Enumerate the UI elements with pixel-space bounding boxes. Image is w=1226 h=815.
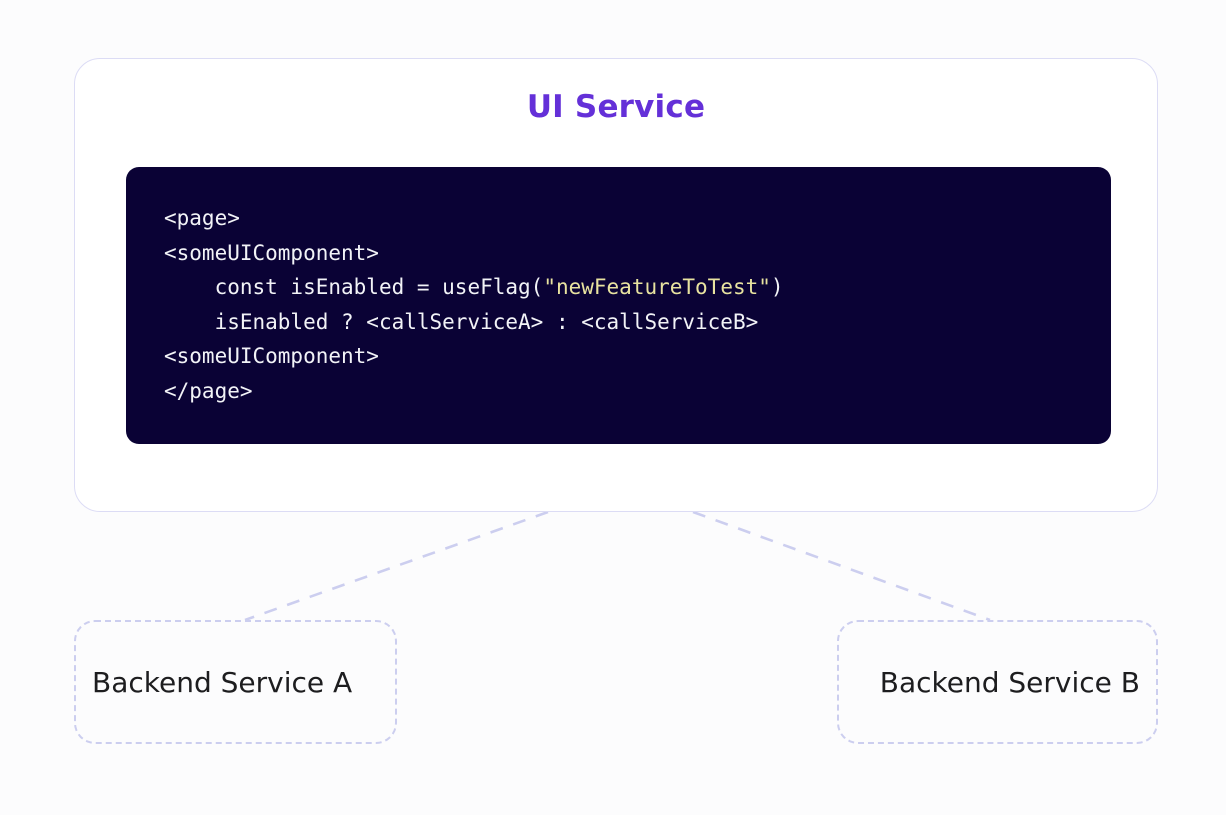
code-line: <someUIComponent>	[164, 240, 379, 265]
code-line: isEnabled ? <callServiceA> : <callServic…	[214, 309, 759, 334]
code-block-text: <page> <someUIComponent> const isEnabled …	[164, 201, 1111, 408]
backend-service-b-box[interactable]: Backend Service B	[837, 620, 1158, 744]
connector-to-backend-a	[244, 510, 549, 622]
code-string-literal: "newFeatureToTest"	[543, 275, 771, 299]
backend-service-a-label: Backend Service A	[92, 665, 353, 699]
code-line: <page>	[164, 206, 240, 230]
code-block: <page> <someUIComponent> const isEnabled …	[126, 167, 1111, 444]
connector-to-backend-b	[692, 510, 991, 622]
ui-service-card: UI Service <page> <someUIComponent> const…	[74, 58, 1158, 512]
backend-service-a-box[interactable]: Backend Service A	[74, 620, 397, 744]
backend-service-b-label: Backend Service B	[879, 665, 1140, 699]
code-line: </page>	[164, 378, 253, 403]
code-line: <someUIComponent>	[164, 344, 379, 368]
code-line: const isEnabled = useFlag("newFeatureToT…	[214, 275, 784, 299]
ui-service-title: UI Service	[526, 89, 706, 125]
